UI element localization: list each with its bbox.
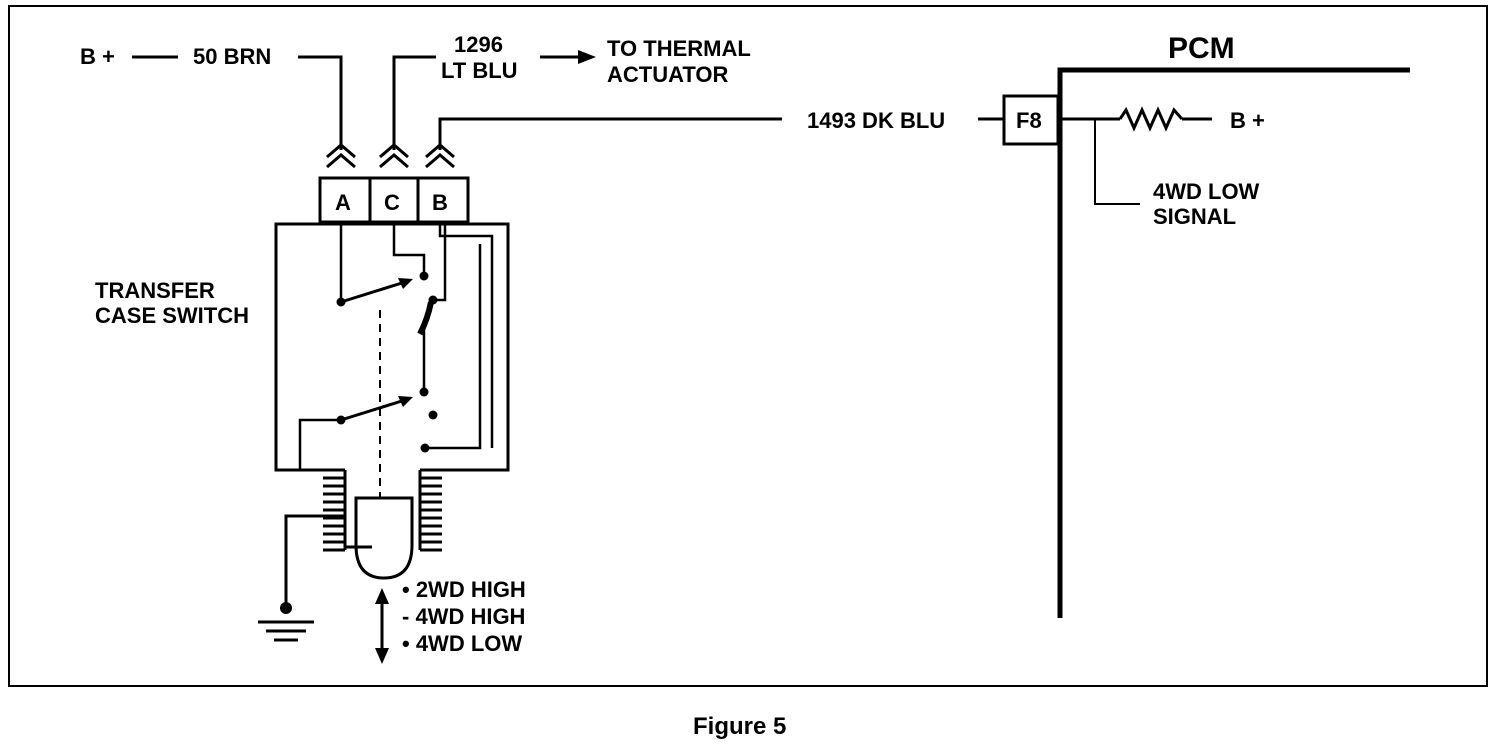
figure-caption: Figure 5 (693, 713, 786, 740)
pullup-resistor (1118, 106, 1184, 132)
upper-contact-arrowhead (398, 278, 413, 289)
ground-junction (280, 602, 292, 614)
plunger (354, 496, 414, 580)
pin-f8-box (1002, 94, 1060, 146)
wire-c (392, 55, 436, 150)
lower-contact-arrowhead (398, 396, 413, 407)
upper-contact-bridge (417, 301, 434, 336)
wire-1296-color: LT BLU (441, 58, 518, 83)
thermal-arrow-head (578, 50, 596, 64)
terminal-b-label: B (432, 190, 448, 215)
terminal-a-label: A (335, 190, 351, 215)
b-plus-right-label: B + (1230, 108, 1265, 133)
wire-1493-label: 1493 DK BLU (807, 108, 945, 133)
to-thermal-label-2: ACTUATOR (607, 62, 729, 87)
signal-label-2: SIGNAL (1153, 204, 1236, 229)
wire-50-label: 50 BRN (193, 44, 271, 69)
spring-coils (323, 470, 442, 552)
terminal-b-box (416, 176, 470, 224)
wire-b (438, 117, 782, 150)
contact-points (336, 271, 438, 453)
wire-a (298, 55, 343, 150)
position-2wd-high: • 2WD HIGH (402, 577, 526, 602)
pcm-label: PCM (1168, 32, 1235, 65)
diagram-frame (8, 5, 1488, 687)
b-plus-left-label: B + (80, 44, 115, 69)
to-thermal-label-1: TO THERMAL (607, 36, 751, 61)
ground-wire (284, 514, 345, 608)
position-4wd-high: - 4WD HIGH (402, 604, 525, 629)
upper-contact-arm (340, 280, 406, 304)
transfer-case-label-1: TRANSFER (95, 278, 215, 303)
switch-housing (274, 222, 510, 472)
ground-icon (258, 620, 314, 642)
switch-internal-wiring (298, 224, 494, 470)
pin-f8-label: F8 (1016, 108, 1042, 133)
connector-chevrons (326, 143, 455, 169)
transfer-case-label-2: CASE SWITCH (95, 303, 249, 328)
wire-1296-number: 1296 (454, 32, 503, 57)
position-arrow-up (375, 588, 389, 604)
position-4wd-low: • 4WD LOW (402, 631, 522, 656)
position-arrow-down (375, 648, 389, 664)
terminal-c-label: C (384, 190, 400, 215)
signal-tap-wire (1094, 119, 1140, 205)
lower-contact-arm (340, 398, 406, 422)
pcm-boundary (1057, 67, 1410, 618)
connector-terminals: A C B (318, 176, 470, 224)
signal-label-1: 4WD LOW (1153, 179, 1260, 204)
